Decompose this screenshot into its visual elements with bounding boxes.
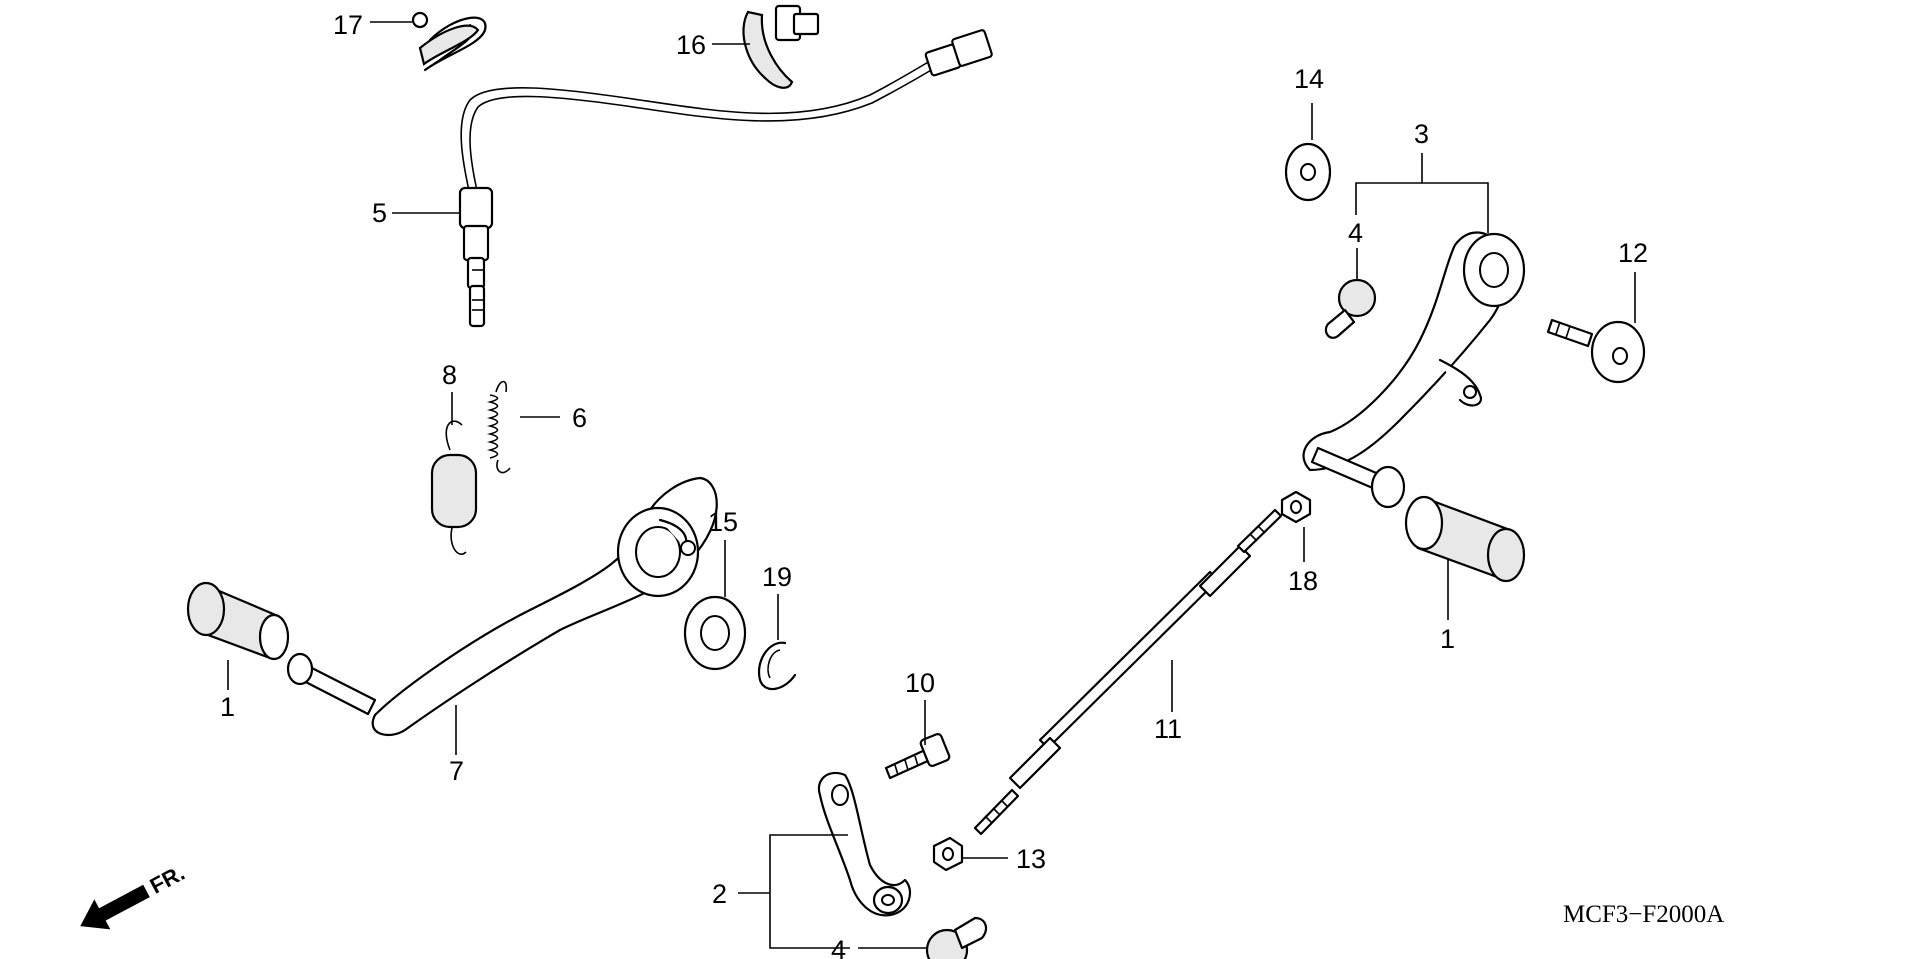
nut-18[interactable] <box>1280 490 1312 524</box>
spring-6[interactable] <box>486 380 511 474</box>
callout-7: 7 <box>449 756 464 786</box>
callout-13: 13 <box>1016 844 1046 874</box>
callout-4-upper: 4 <box>1348 218 1363 248</box>
pedal-rubber-1-right[interactable] <box>1404 495 1526 583</box>
diagram-code: MCF3−F2000A <box>1563 901 1724 928</box>
callout-4-bottom: 4 <box>831 935 846 959</box>
callout-18: 18 <box>1288 566 1318 596</box>
front-arrow-icon <box>80 884 150 930</box>
callout-16: 16 <box>676 30 706 60</box>
stop-switch-5[interactable] <box>458 29 993 328</box>
nut-13[interactable] <box>932 836 964 872</box>
callout-1-right: 1 <box>1440 624 1455 654</box>
callout-17: 17 <box>333 10 363 40</box>
callout-8: 8 <box>442 360 457 390</box>
snap-ring-19[interactable] <box>757 641 797 691</box>
pivot-bolt-12[interactable] <box>1546 318 1646 384</box>
shift-arm-2[interactable] <box>817 771 912 917</box>
gearshift-pedal-3[interactable] <box>1302 231 1526 509</box>
front-label: FR. <box>146 860 189 899</box>
front-arrow: FR. <box>80 860 189 930</box>
callout-5: 5 <box>372 198 387 228</box>
pedal-rubber-1-left[interactable] <box>186 581 290 661</box>
clamp-16[interactable] <box>742 4 820 89</box>
callout-2: 2 <box>712 879 727 909</box>
callout-12: 12 <box>1618 238 1648 268</box>
callout-numbers: 17 16 5 8 6 15 19 1 7 10 2 4 13 11 18 14… <box>220 10 1648 959</box>
shift-rod-11[interactable] <box>973 508 1283 836</box>
band-clamp-17[interactable] <box>411 11 487 72</box>
callout-14: 14 <box>1294 64 1324 94</box>
ball-joint-4-bottom[interactable] <box>925 916 988 959</box>
leader-lines <box>227 21 1636 949</box>
callout-15: 15 <box>708 507 738 537</box>
callout-10: 10 <box>905 668 935 698</box>
callout-11: 11 <box>1154 714 1182 744</box>
callout-19: 19 <box>762 562 792 592</box>
washer-15[interactable] <box>683 595 747 671</box>
washer-14[interactable] <box>1284 142 1332 202</box>
return-spring-8[interactable] <box>430 420 478 555</box>
callout-6: 6 <box>572 403 587 433</box>
brake-pedal-7[interactable] <box>286 476 718 737</box>
callout-1-left: 1 <box>220 692 235 722</box>
bolt-10[interactable] <box>884 733 951 780</box>
callout-3: 3 <box>1414 119 1429 149</box>
ball-joint-4-upper[interactable] <box>1324 278 1377 339</box>
